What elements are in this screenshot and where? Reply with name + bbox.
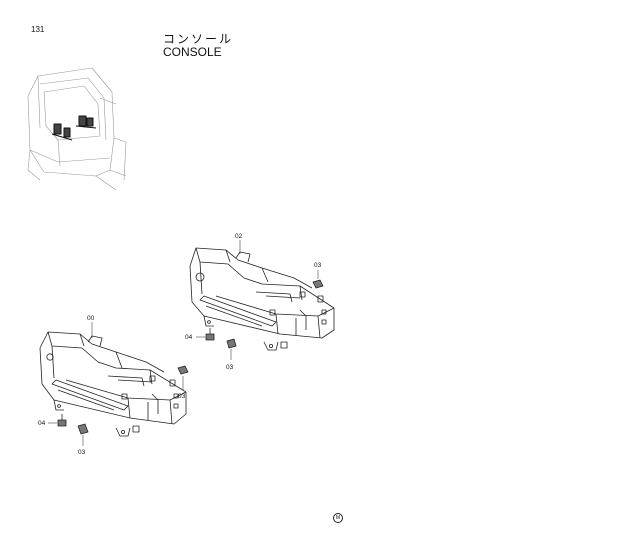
console-left bbox=[39, 331, 187, 437]
nut-left-bottom bbox=[77, 423, 89, 446]
part-label-console-left: 00 bbox=[87, 315, 95, 322]
bolt-left bbox=[48, 414, 67, 427]
title-english: CONSOLE bbox=[163, 45, 222, 59]
cab-locator-sketch bbox=[27, 67, 127, 191]
part-label-nut-left-top: 03 bbox=[178, 393, 186, 400]
title-japanese: コンソール bbox=[163, 32, 234, 46]
part-label-nut-right-bottom: 03 bbox=[226, 364, 234, 371]
stamp-mark: M bbox=[333, 513, 343, 523]
cab-console-highlight bbox=[51, 115, 97, 141]
bolt-right bbox=[196, 328, 215, 341]
part-label-nut-right-top: 03 bbox=[314, 262, 322, 269]
part-label-nut-left-bottom: 03 bbox=[78, 449, 86, 456]
console-right bbox=[189, 247, 335, 351]
part-label-bolt-left: 04 bbox=[38, 420, 46, 427]
page-number: 131 bbox=[31, 25, 45, 34]
part-label-console-right: 02 bbox=[235, 233, 243, 240]
leader-lines bbox=[91, 240, 241, 338]
nut-right-bottom bbox=[226, 338, 237, 360]
part-label-bolt-right: 04 bbox=[185, 334, 193, 341]
nut-left-top bbox=[177, 365, 189, 390]
nut-right-top bbox=[312, 270, 324, 289]
